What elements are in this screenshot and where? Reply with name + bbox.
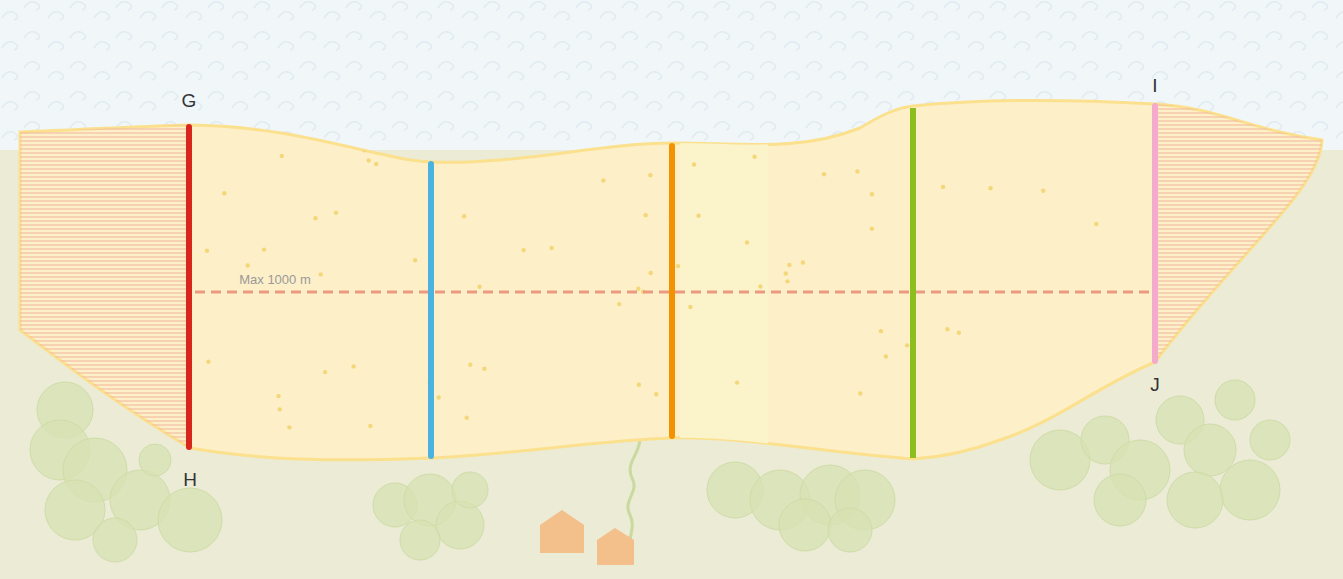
sand-dot [945, 327, 949, 331]
sand-dot [752, 155, 756, 159]
sand-dot [601, 178, 605, 182]
sand-dot [870, 226, 874, 230]
sand-dot [366, 158, 370, 162]
sand-dot [287, 425, 291, 429]
sand-dot [649, 271, 653, 275]
sand-dot [745, 240, 749, 244]
sand-dot [787, 263, 791, 267]
sand-dot [323, 370, 327, 374]
houses [540, 510, 634, 565]
footpath [628, 438, 640, 548]
sand-dot [276, 394, 280, 398]
sand-dot [262, 247, 266, 251]
sand-dot [334, 210, 338, 214]
sand-dot [362, 148, 366, 152]
sand-dot [368, 424, 372, 428]
sand-dot [643, 213, 647, 217]
sand-dot [280, 154, 284, 158]
point-letter: G [182, 91, 197, 112]
sand-dot [1125, 389, 1129, 393]
sand-dot [858, 391, 862, 395]
sand-dot [676, 264, 680, 268]
sand-dot [692, 162, 696, 166]
sand-dot [735, 380, 739, 384]
beach [20, 101, 1322, 460]
sand-dot [462, 214, 466, 218]
point-letter: J [1150, 375, 1160, 396]
sand-dot [636, 287, 640, 291]
sand-dot [222, 191, 226, 195]
sand-dot [696, 214, 700, 218]
sand-dot [1056, 419, 1060, 423]
sand-dot [758, 284, 762, 288]
sand-dot [879, 329, 883, 333]
transect-red [186, 127, 192, 447]
sand-dot [521, 248, 525, 252]
sand-dot [549, 246, 553, 250]
beach-fill [15, 90, 1328, 470]
sand-dot [801, 260, 805, 264]
sand-dot [1094, 222, 1098, 226]
sand-dot [413, 258, 417, 262]
point-letter: H [183, 470, 197, 491]
sand-dot [617, 302, 621, 306]
transect-pink [1152, 106, 1158, 361]
sand-dot [884, 354, 888, 358]
transect-orange [669, 146, 675, 436]
sand-dot [465, 416, 469, 420]
sand-dot [206, 360, 210, 364]
transect-blue [428, 164, 434, 456]
sand-dot [654, 392, 658, 396]
sand-dot [436, 395, 440, 399]
sand-dot [277, 407, 281, 411]
sand-dot [988, 186, 992, 190]
sand-dot [822, 172, 826, 176]
sand-dot [784, 271, 788, 275]
sand-dot [1041, 189, 1045, 193]
sand-dot [905, 343, 909, 347]
sand-dot [468, 362, 472, 366]
sand-dot [477, 285, 481, 289]
sand-dot [245, 263, 249, 267]
sand-dot [319, 272, 323, 276]
sand-dot [941, 185, 945, 189]
sand-dot [637, 383, 641, 387]
transects [189, 106, 1155, 458]
sand-dot [482, 367, 486, 371]
sand-dot [870, 192, 874, 196]
sand-dot [313, 216, 317, 220]
sand-dot [957, 331, 961, 335]
distance-label: Max 1000 m [239, 273, 311, 287]
sand-dot [374, 162, 378, 166]
sand-dot [1137, 419, 1141, 423]
sand-dot [855, 169, 859, 173]
sand-dot [351, 364, 355, 368]
sand-dot [205, 249, 209, 253]
transect-green [910, 108, 916, 458]
sand-dot [648, 173, 652, 177]
sand-dot [785, 279, 789, 283]
point-letter: I [1152, 76, 1157, 97]
sand-dot [688, 305, 692, 309]
